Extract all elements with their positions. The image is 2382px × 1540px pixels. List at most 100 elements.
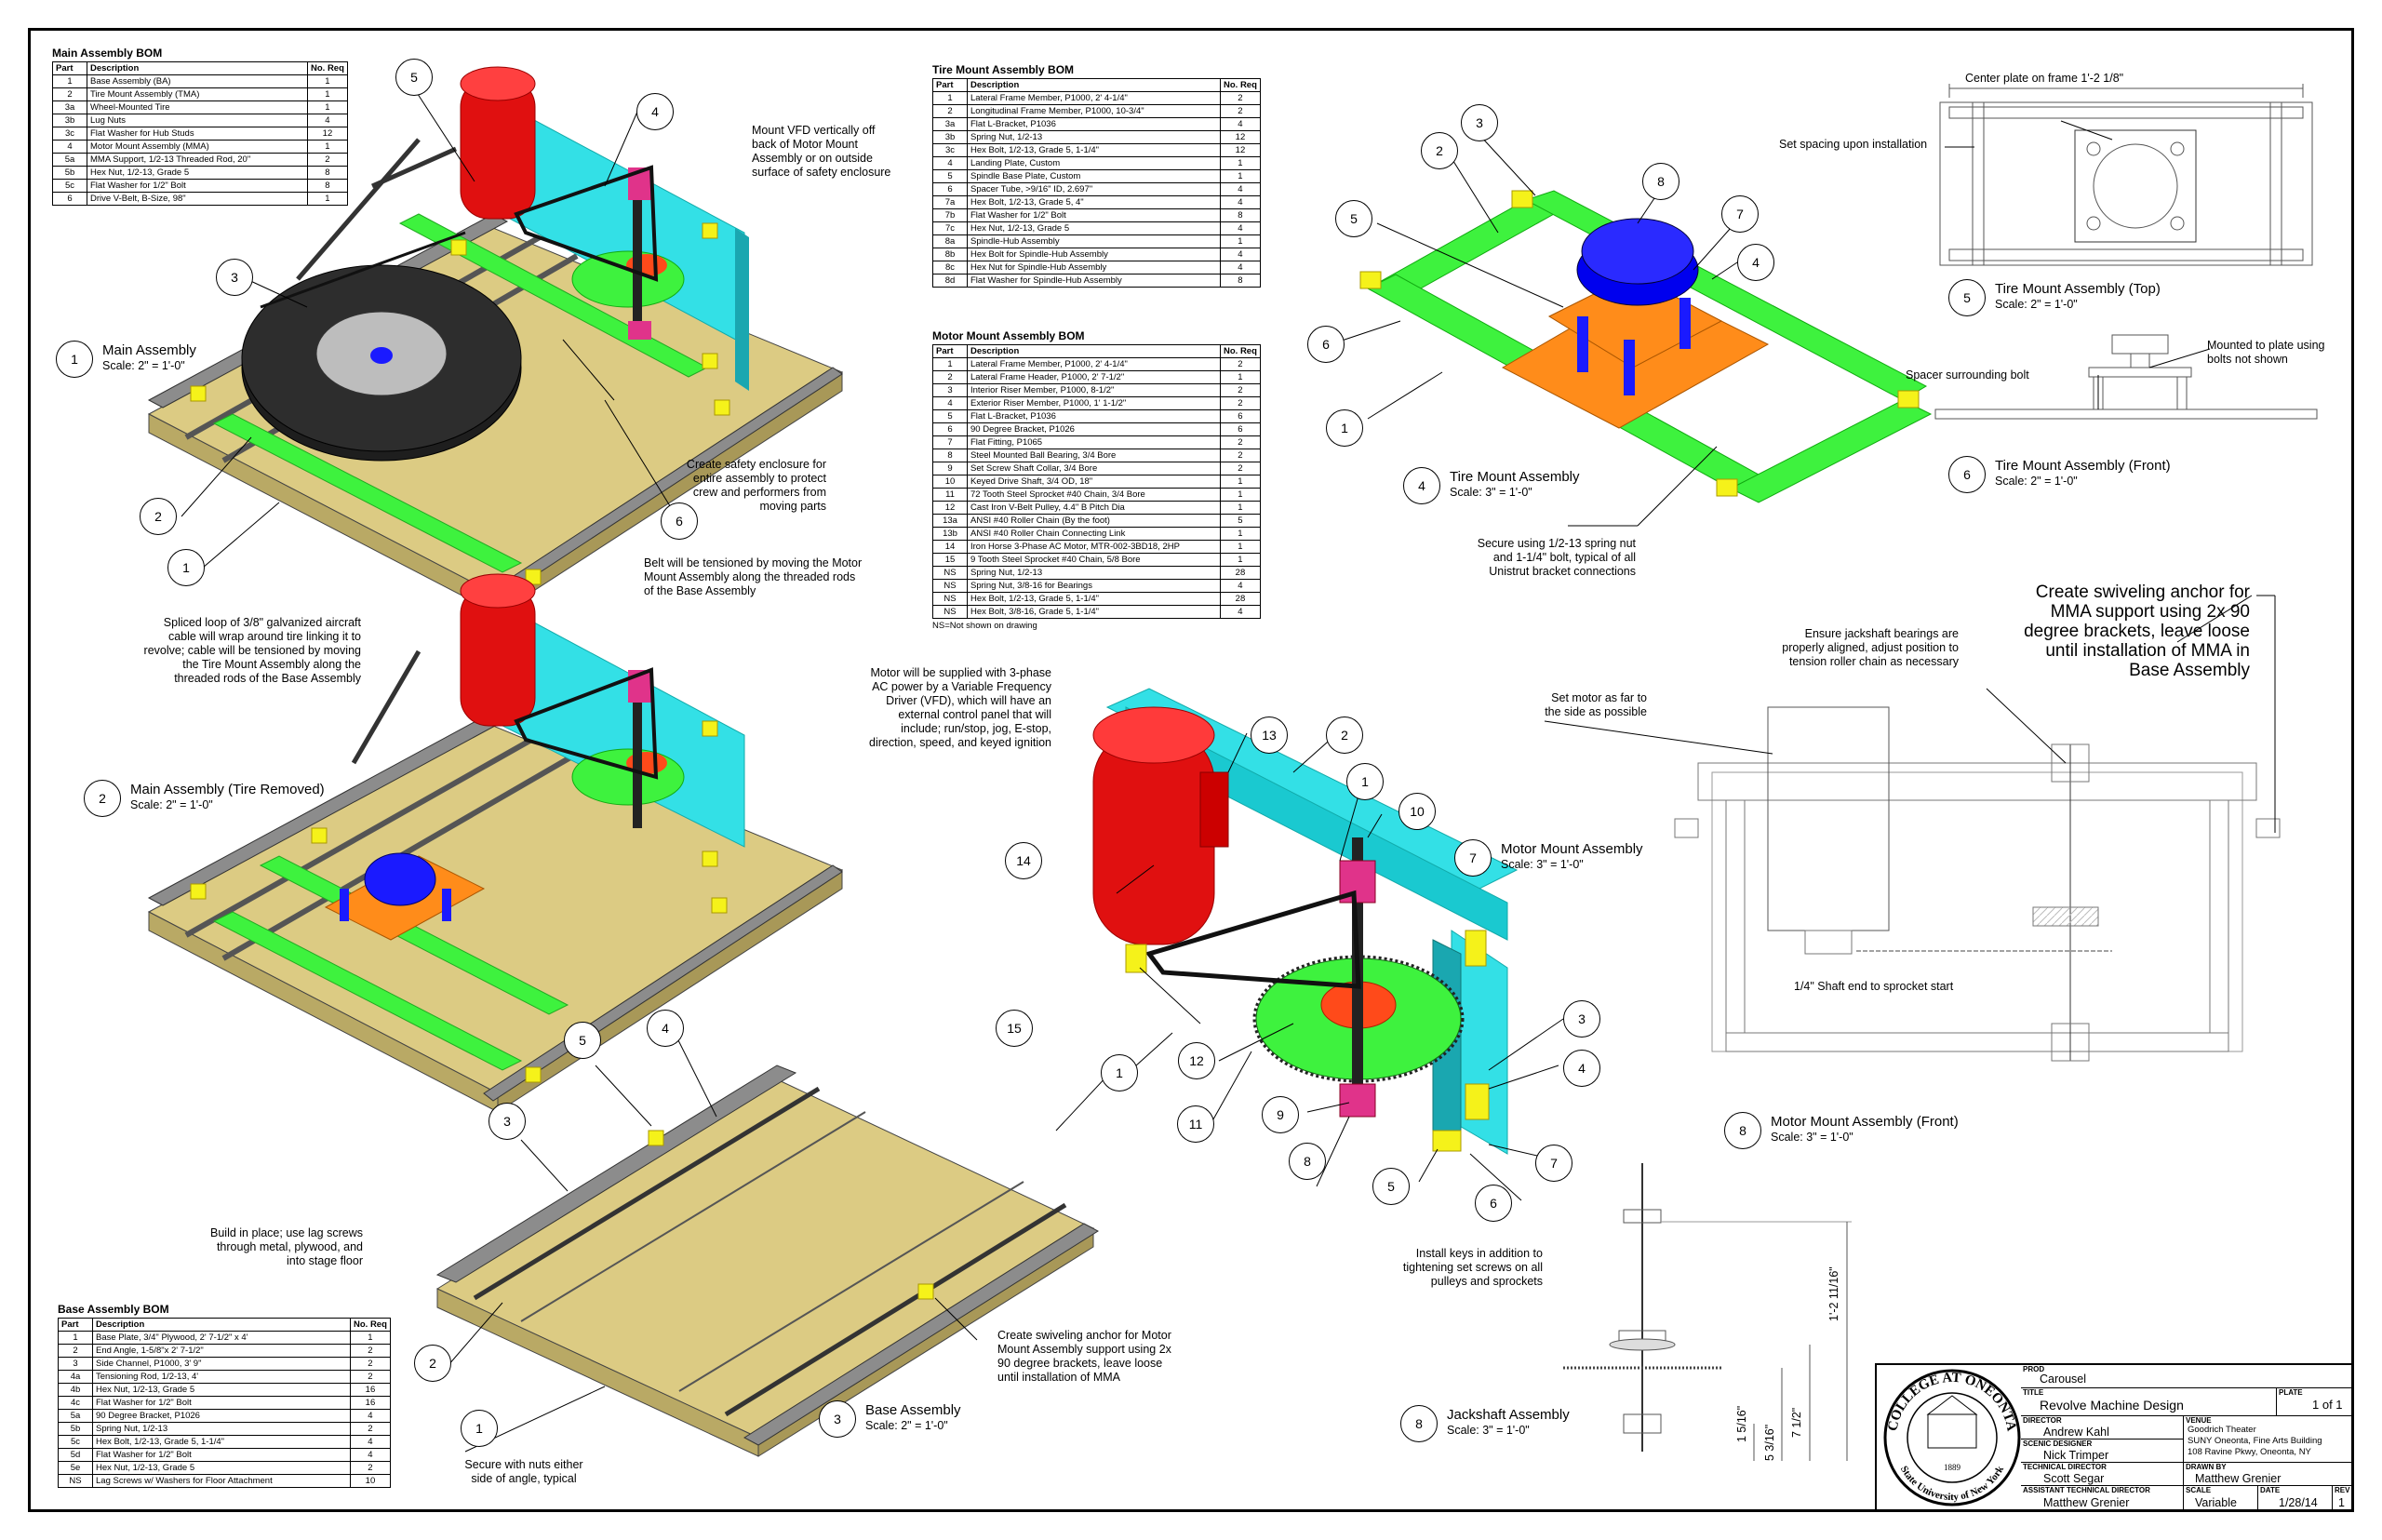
bom-cell: 28 <box>1220 592 1261 606</box>
note-install-keys: Install keys in addition to tightening s… <box>1402 1247 1543 1288</box>
note-safety-enclosure: Create safety enclosure for entire assem… <box>686 458 826 513</box>
callout-bubble: 8 <box>1642 163 1679 200</box>
bom-cell: 6 <box>52 192 87 206</box>
tire-mount-front-view <box>1934 334 2318 420</box>
plate-label: PLATE <box>2279 1388 2303 1397</box>
bom-cell: 1 <box>350 1331 391 1345</box>
bom-cell: NS <box>932 605 968 619</box>
view-name: Main Assembly (Tire Removed) <box>130 782 325 797</box>
view-number: 3 <box>819 1400 856 1438</box>
view-number: 2 <box>84 780 121 817</box>
view-scale: Scale: 3" = 1'-0" <box>1771 1131 1853 1144</box>
bom-cell: 1 <box>307 140 348 154</box>
note-aircraft-cable: Spliced loop of 3/8" galvanized aircraft… <box>143 616 361 685</box>
callout-bubble: 1 <box>1326 409 1363 447</box>
callout-bubble: 1 <box>1346 763 1384 800</box>
scenic-value: Nick Trimper <box>2043 1449 2109 1462</box>
view-name: Tire Mount Assembly <box>1450 469 1580 485</box>
callout-bubble: 9 <box>1262 1096 1299 1133</box>
callout-bubble: 6 <box>1475 1185 1512 1222</box>
drawn-label: DRAWN BY <box>2186 1463 2227 1471</box>
view-scale: Scale: 2" = 1'-0" <box>865 1419 948 1432</box>
drawn-value: Matthew Grenier <box>2195 1472 2282 1485</box>
callout-bubble: 10 <box>1398 793 1436 830</box>
td-label: TECHNICAL DIRECTOR <box>2023 1463 2107 1471</box>
view-scale: Scale: 3" = 1'-0" <box>1501 858 1584 871</box>
scale-cell: SCALE Variable <box>2184 1486 2258 1511</box>
bom-cell: 4 <box>1220 605 1261 619</box>
callout-bubble: 11 <box>1177 1105 1214 1143</box>
plate-cell: PLATE 1 of 1 <box>2277 1388 2353 1416</box>
view-name: Jackshaft Assembly <box>1447 1407 1570 1423</box>
callout-bubble: 5 <box>1372 1168 1410 1205</box>
callout-bubble: 1 <box>461 1410 498 1447</box>
bom-cell: Lag Screws w/ Washers for Floor Attachme… <box>92 1474 351 1488</box>
callout-bubble: 5 <box>1335 200 1372 237</box>
rev-value: 1 <box>2338 1496 2345 1509</box>
td-cell: TECHNICAL DIRECTOR Scott Segar <box>2021 1463 2184 1486</box>
note-vfd: Mount VFD vertically off back of Motor M… <box>752 124 891 179</box>
note-motor-side: Set motor as far to the side as possible <box>1545 691 1647 718</box>
view-number: 6 <box>1948 456 1986 493</box>
view-name: Tire Mount Assembly (Front) <box>1995 458 2171 474</box>
main-assembly-view <box>147 66 844 615</box>
director-value: Andrew Kahl <box>2043 1426 2109 1439</box>
date-value: 1/28/14 <box>2279 1496 2318 1509</box>
view-name: Motor Mount Assembly <box>1501 841 1643 857</box>
callout-bubble: 7 <box>1535 1145 1572 1182</box>
venue-cell: VENUE Goodrich Theater SUNY Oneonta, Fin… <box>2184 1416 2353 1463</box>
callout-bubble: 6 <box>661 502 698 540</box>
view-name: Motor Mount Assembly (Front) <box>1771 1114 1959 1130</box>
callout-bubble: 2 <box>1421 132 1458 169</box>
view-number: 8 <box>1400 1405 1438 1442</box>
callout-bubble: 1 <box>1101 1054 1138 1091</box>
view-scale: Scale: 2" = 1'-0" <box>130 798 213 811</box>
note-center-plate: Center plate on frame 1'-2 1/8" <box>1965 72 2124 85</box>
bom-title: Motor Mount Assembly BOM <box>932 329 1085 342</box>
view-number: 5 <box>1948 279 1986 316</box>
callout-bubble: 3 <box>1563 1000 1600 1038</box>
note-shaft-end: 1/4" Shaft end to sprocket start <box>1794 980 1954 993</box>
view-scale: Scale: 2" = 1'-0" <box>1995 475 2078 488</box>
tire-mount-top-view <box>1939 84 2313 266</box>
view-number: 7 <box>1454 839 1492 877</box>
view-number: 8 <box>1724 1112 1761 1149</box>
callout-bubble: 2 <box>414 1345 451 1382</box>
note-mounted-plate: Mounted to plate using bolts not shown <box>2207 339 2325 366</box>
director-cell: DIRECTOR Andrew Kahl <box>2021 1416 2184 1440</box>
director-label: DIRECTOR <box>2023 1416 2062 1425</box>
callout-bubble: 5 <box>395 59 433 96</box>
view-scale: Scale: 2" = 1'-0" <box>1995 298 2078 311</box>
callout-bubble: 12 <box>1178 1042 1215 1079</box>
view-scale: Scale: 3" = 1'-0" <box>1450 486 1532 499</box>
rev-cell: REV 1 <box>2333 1486 2353 1511</box>
date-cell: DATE 1/28/14 <box>2258 1486 2333 1511</box>
bom-title: Main Assembly BOM <box>52 47 163 60</box>
note-set-spacing: Set spacing upon installation <box>1779 138 1928 151</box>
drawing-sheet <box>28 28 2354 1512</box>
callout-bubble: 2 <box>140 498 177 535</box>
bom-title: Tire Mount Assembly BOM <box>932 63 1075 76</box>
atd-value: Matthew Grenier <box>2043 1496 2130 1509</box>
bom-cell: 1 <box>307 192 348 206</box>
rev-label: REV <box>2335 1486 2350 1494</box>
